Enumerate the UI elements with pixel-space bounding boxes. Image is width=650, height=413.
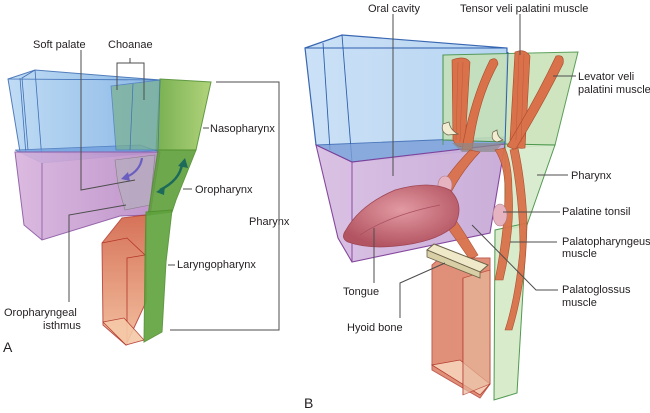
levator-veli-palatini-muscle-right xyxy=(506,55,564,151)
label-palatoglossus-2: muscle xyxy=(562,297,597,309)
palatopharyngeus-muscle xyxy=(494,147,513,281)
nasopharynx-box xyxy=(155,78,212,151)
palatine-tonsil-right xyxy=(492,203,508,227)
label-oropharyngeal-isthmus-1: Oropharyngeal xyxy=(4,307,77,319)
pterygoid-hamulus-left xyxy=(441,121,460,136)
palatopharyngeus-muscle-right xyxy=(504,147,528,331)
laryngopharynx-box xyxy=(143,209,173,343)
hyoid-bone-leader xyxy=(399,262,446,318)
panel-a-figure xyxy=(7,50,280,346)
palatoglossus-leader xyxy=(471,224,558,291)
labels: Soft palate Choanae Nasopharynx Orophary… xyxy=(3,3,650,411)
label-levator-veli-2: palatini muscle xyxy=(578,84,650,96)
label-palatopharyngeus-1: Palatopharyngeus xyxy=(562,236,650,248)
pterygoid-hamulus-right xyxy=(491,129,504,143)
label-tensor-veli-palatini: Tensor veli palatini muscle xyxy=(460,3,588,15)
oropharyngeal-isthmus-leader xyxy=(68,204,127,302)
soft-palate-leader xyxy=(80,50,136,191)
panel-label-a: A xyxy=(3,339,13,355)
label-palatoglossus-1: Palatoglossus xyxy=(562,284,631,296)
label-hyoid-bone: Hyoid bone xyxy=(347,322,403,334)
tongue xyxy=(343,184,460,248)
label-choanae: Choanae xyxy=(108,39,153,51)
label-tongue: Tongue xyxy=(343,286,379,298)
label-oropharynx: Oropharynx xyxy=(195,184,253,196)
label-nasopharynx: Nasopharynx xyxy=(210,123,275,135)
panel-label-b: B xyxy=(304,395,313,411)
label-laryngopharynx: Laryngopharynx xyxy=(177,259,256,271)
label-oral-cavity: Oral cavity xyxy=(368,3,420,15)
label-soft-palate: Soft palate xyxy=(33,39,86,51)
label-palatopharyngeus-2: muscle xyxy=(562,248,597,260)
levator-veli-palatini-muscle-left xyxy=(461,58,499,151)
label-pharynx-a: Pharynx xyxy=(249,216,290,228)
panel-b-figure xyxy=(304,14,579,401)
label-levator-veli-1: Levator veli xyxy=(578,71,634,83)
label-pharynx-b: Pharynx xyxy=(571,170,612,182)
label-palatine-tonsil: Palatine tonsil xyxy=(562,206,631,218)
pharynx-bracket-a xyxy=(170,81,280,331)
label-oropharyngeal-isthmus-2: isthmus xyxy=(43,320,81,332)
